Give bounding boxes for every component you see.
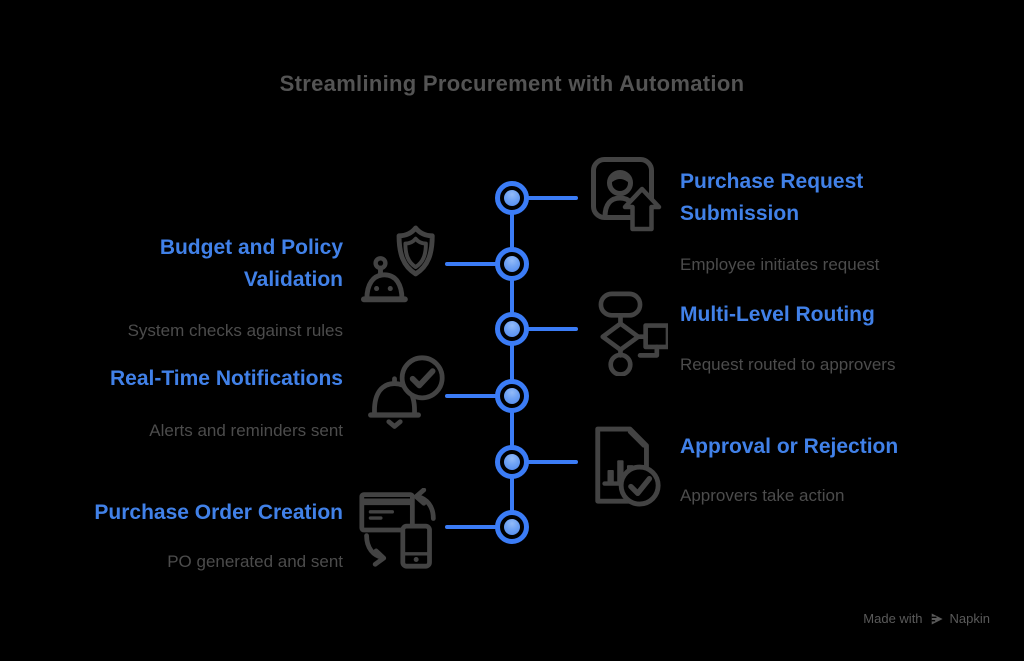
timeline-node-4 <box>495 379 529 413</box>
bell-check-icon <box>364 354 446 436</box>
timeline-node-1 <box>495 181 529 215</box>
connector-step-4 <box>445 394 512 398</box>
step-1-subtitle: Employee initiates request <box>680 255 880 274</box>
connector-step-1 <box>512 196 578 200</box>
napkin-brand-label: Napkin <box>949 611 990 626</box>
document-chart-check-icon <box>588 424 664 512</box>
step-2-subtitle: System checks against rules <box>127 321 343 340</box>
step-5-title: Approval or Rejection <box>680 435 899 458</box>
napkin-logo-icon <box>929 612 944 626</box>
timeline-node-5 <box>495 445 529 479</box>
step-4-subtitle: Alerts and reminders sent <box>149 421 343 440</box>
page-title: Streamlining Procurement with Automation <box>279 71 745 96</box>
user-card-upload-icon <box>590 156 666 242</box>
step-3-title: Multi-Level Routing <box>680 303 875 326</box>
device-sync-icon <box>358 488 440 570</box>
made-with-label: Made with <box>863 611 923 626</box>
flowchart-icon <box>586 290 668 376</box>
connector-step-5 <box>512 460 578 464</box>
connector-step-6 <box>445 525 512 529</box>
step-2-title: Budget and Policy Validation <box>159 236 343 291</box>
timeline-node-2 <box>495 247 529 281</box>
timeline-node-3 <box>495 312 529 346</box>
step-6-subtitle: PO generated and sent <box>167 552 343 571</box>
step-3-subtitle: Request routed to approvers <box>680 355 896 374</box>
connector-step-2 <box>445 262 512 266</box>
step-4-title: Real-Time Notifications <box>110 367 343 390</box>
connector-step-3 <box>512 327 578 331</box>
timeline-node-6 <box>495 510 529 544</box>
robot-shield-icon <box>360 224 442 314</box>
made-with-napkin-badge: Made with Napkin <box>863 611 990 626</box>
step-1-title: Purchase Request Submission <box>680 170 864 225</box>
step-5-subtitle: Approvers take action <box>680 486 845 505</box>
timeline-vertical-line <box>510 198 514 528</box>
step-6-title: Purchase Order Creation <box>94 501 343 524</box>
